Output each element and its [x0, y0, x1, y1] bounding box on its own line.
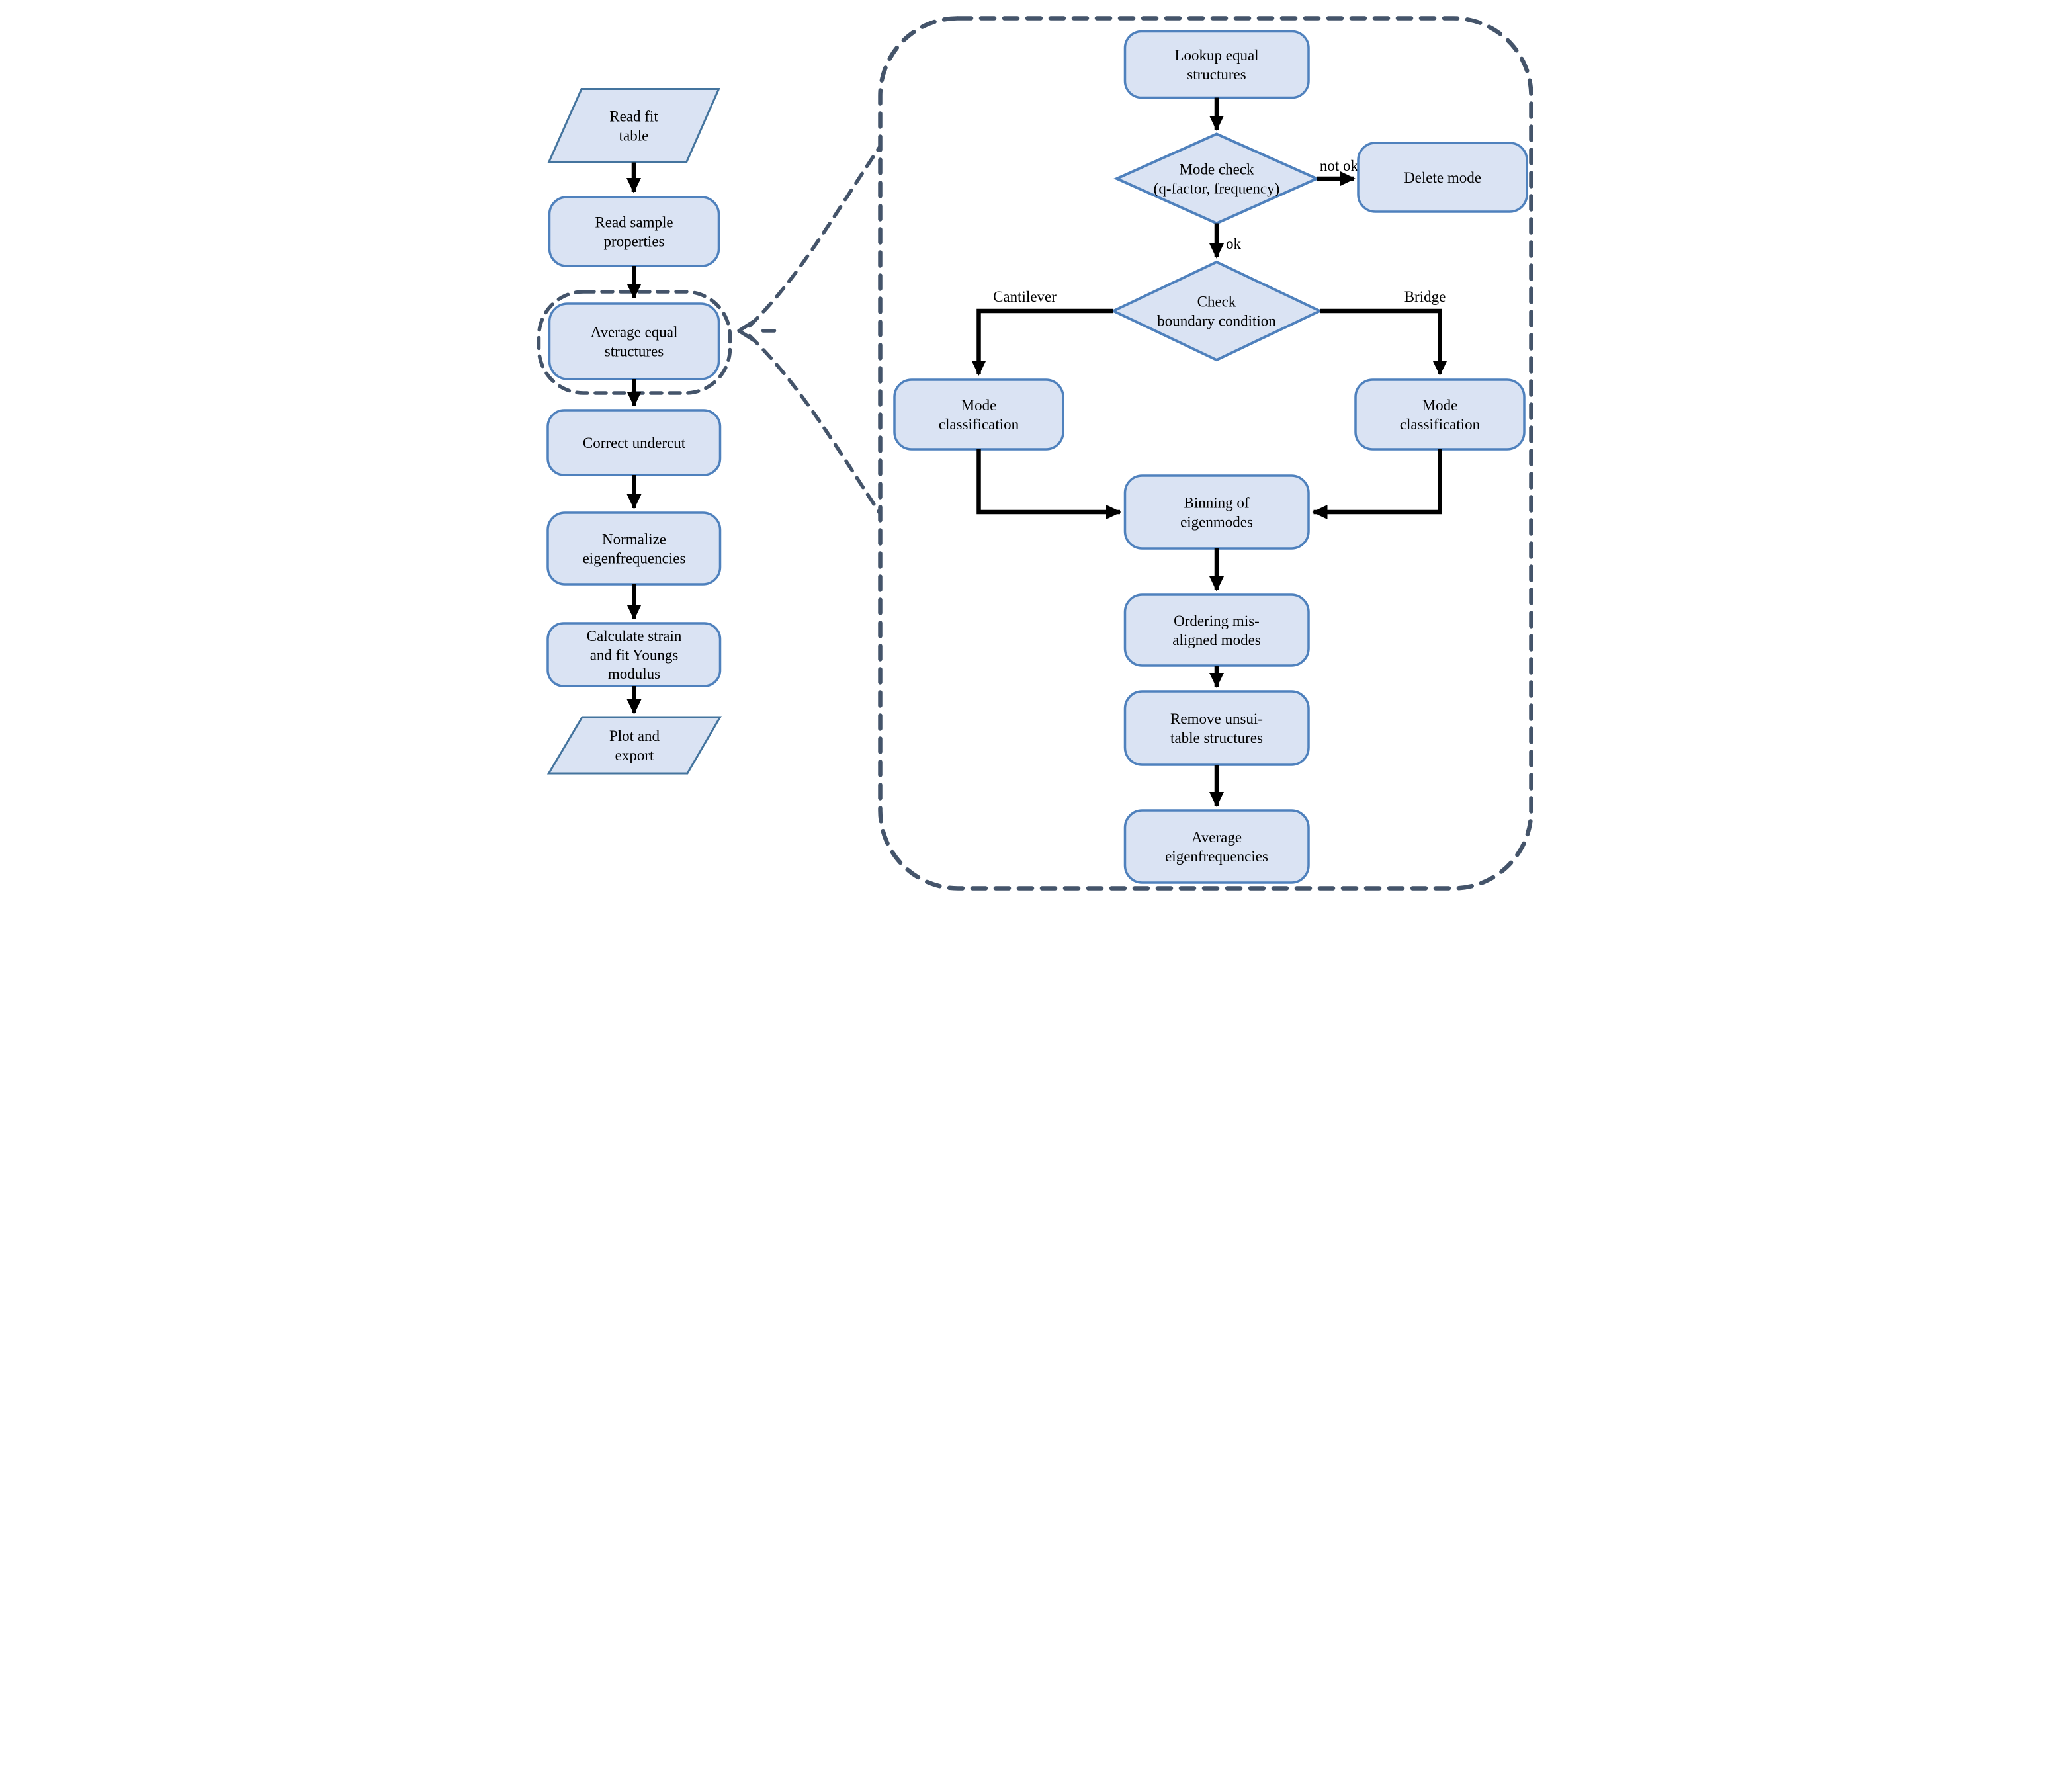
calculate-strain-line3: modulus: [608, 666, 660, 682]
check-boundary-condition-shape: [1110, 260, 1323, 362]
node-read-sample-properties: Read sample properties: [548, 196, 720, 267]
mode-classification-left-line2: classification: [939, 416, 1019, 433]
normalize-eigenfrequencies-shape: [546, 511, 722, 586]
mode-classification-left-shape: [893, 378, 1064, 451]
mode-classification-left-line1: Mode: [961, 397, 997, 414]
binning-of-eigenmodes-shape: [1123, 474, 1310, 550]
average-equal-structures-line2: structures: [605, 343, 664, 360]
lookup-equal-structures-line2: structures: [1187, 66, 1246, 83]
average-eigenfrequencies-line2: eigenfrequencies: [1165, 848, 1268, 865]
read-sample-properties-shape: [548, 196, 720, 267]
node-lookup-equal-structures: Lookup equal structures: [1123, 30, 1310, 99]
read-sample-properties-line2: properties: [604, 234, 665, 250]
node-delete-mode: Delete mode: [1357, 142, 1528, 213]
mode-classification-right-line2: classification: [1400, 416, 1481, 433]
average-equal-structures-shape: [548, 302, 720, 380]
plot-and-export-line1: Plot and: [609, 728, 660, 744]
edge-label-bridge: Bridge: [1404, 288, 1446, 305]
flowchart-page: Read fit table Read sample properties Av…: [518, 0, 1554, 892]
correct-undercut-line1: Correct undercut: [583, 435, 686, 451]
connector-modeclass-right-to-binning: [1312, 449, 1442, 519]
flowchart-canvas: Read fit table Read sample properties Av…: [537, 16, 1533, 891]
calculate-strain-line1: Calculate strain: [587, 628, 682, 644]
ordering-line1: Ordering mis-: [1174, 613, 1260, 629]
normalize-eigenfrequencies-line2: eigenfrequencies: [583, 550, 686, 567]
remove-unsuitable-structures-shape: [1123, 690, 1310, 766]
node-ordering-misaligned-modes: Ordering mis- aligned modes: [1123, 593, 1310, 667]
lookup-equal-structures-shape: [1123, 30, 1310, 99]
node-average-eigenfrequencies: Average eigenfrequencies: [1123, 809, 1310, 884]
mode-classification-right-shape: [1354, 378, 1526, 451]
node-mode-check: Mode check (q-factor, frequency): [1113, 132, 1320, 225]
read-sample-properties-line1: Read sample: [595, 214, 673, 231]
edge-label-ok: ok: [1226, 236, 1242, 252]
binning-line2: eigenmodes: [1180, 514, 1253, 531]
node-remove-unsuitable-structures: Remove unsui- table structures: [1123, 690, 1310, 766]
connector-modeclass-left-to-binning: [976, 449, 1121, 519]
plot-and-export-shape: [546, 716, 722, 775]
calculate-strain-line2: and fit Youngs: [590, 647, 679, 664]
node-average-equal-structures: Average equal structures: [548, 302, 720, 380]
lookup-equal-structures-line1: Lookup equal: [1174, 47, 1258, 64]
mode-check-line1: Mode check: [1179, 161, 1254, 178]
edge-label-not-ok: not ok: [1320, 157, 1359, 174]
node-mode-classification-right: Mode classification: [1354, 378, 1526, 451]
branch-bridge-line: [1320, 308, 1447, 376]
node-read-fit-table: Read fit table: [547, 88, 720, 163]
node-plot-and-export: Plot and export: [546, 716, 722, 775]
callout-arrowhead-icon: [737, 320, 755, 342]
edge-label-cantilever: Cantilever: [993, 288, 1057, 305]
delete-mode-shape: [1357, 142, 1528, 213]
remove-line1: Remove unsui-: [1170, 711, 1263, 727]
callout-dashed-curve-lower: [748, 333, 882, 515]
read-fit-table-line1: Read fit: [609, 109, 658, 125]
node-check-boundary-condition: Check boundary condition: [1110, 260, 1323, 362]
average-eigenfrequencies-line1: Average: [1191, 829, 1242, 846]
plot-and-export-line2: export: [615, 747, 654, 763]
callout-dashed-curve-upper: [748, 145, 882, 328]
read-fit-table-line2: table: [619, 128, 649, 144]
node-mode-classification-left: Mode classification: [893, 378, 1064, 451]
normalize-eigenfrequencies-line1: Normalize: [602, 531, 666, 548]
binning-line1: Binning of: [1184, 495, 1249, 511]
check-boundary-line1: Check: [1197, 294, 1236, 310]
mode-classification-right-line1: Mode: [1422, 397, 1458, 414]
read-fit-table-shape: [547, 88, 720, 163]
ordering-misaligned-modes-shape: [1123, 593, 1310, 667]
node-correct-undercut: Correct undercut: [546, 409, 722, 476]
branch-cantilever-line: [971, 308, 1113, 376]
remove-line2: table structures: [1170, 730, 1263, 746]
average-equal-structures-line1: Average equal: [591, 324, 678, 341]
delete-mode-line1: Delete mode: [1404, 169, 1481, 186]
node-binning-of-eigenmodes: Binning of eigenmodes: [1123, 474, 1310, 550]
detail-callout-container: [878, 16, 1533, 891]
ordering-line2: aligned modes: [1172, 632, 1261, 648]
check-boundary-line2: boundary condition: [1157, 313, 1276, 329]
node-normalize-eigenfrequencies: Normalize eigenfrequencies: [546, 511, 722, 586]
node-calculate-strain: Calculate strain and fit Youngs modulus: [546, 622, 722, 687]
average-eigenfrequencies-shape: [1123, 809, 1310, 884]
mode-check-line2: (q-factor, frequency): [1154, 181, 1280, 197]
mode-check-shape: [1113, 132, 1320, 225]
